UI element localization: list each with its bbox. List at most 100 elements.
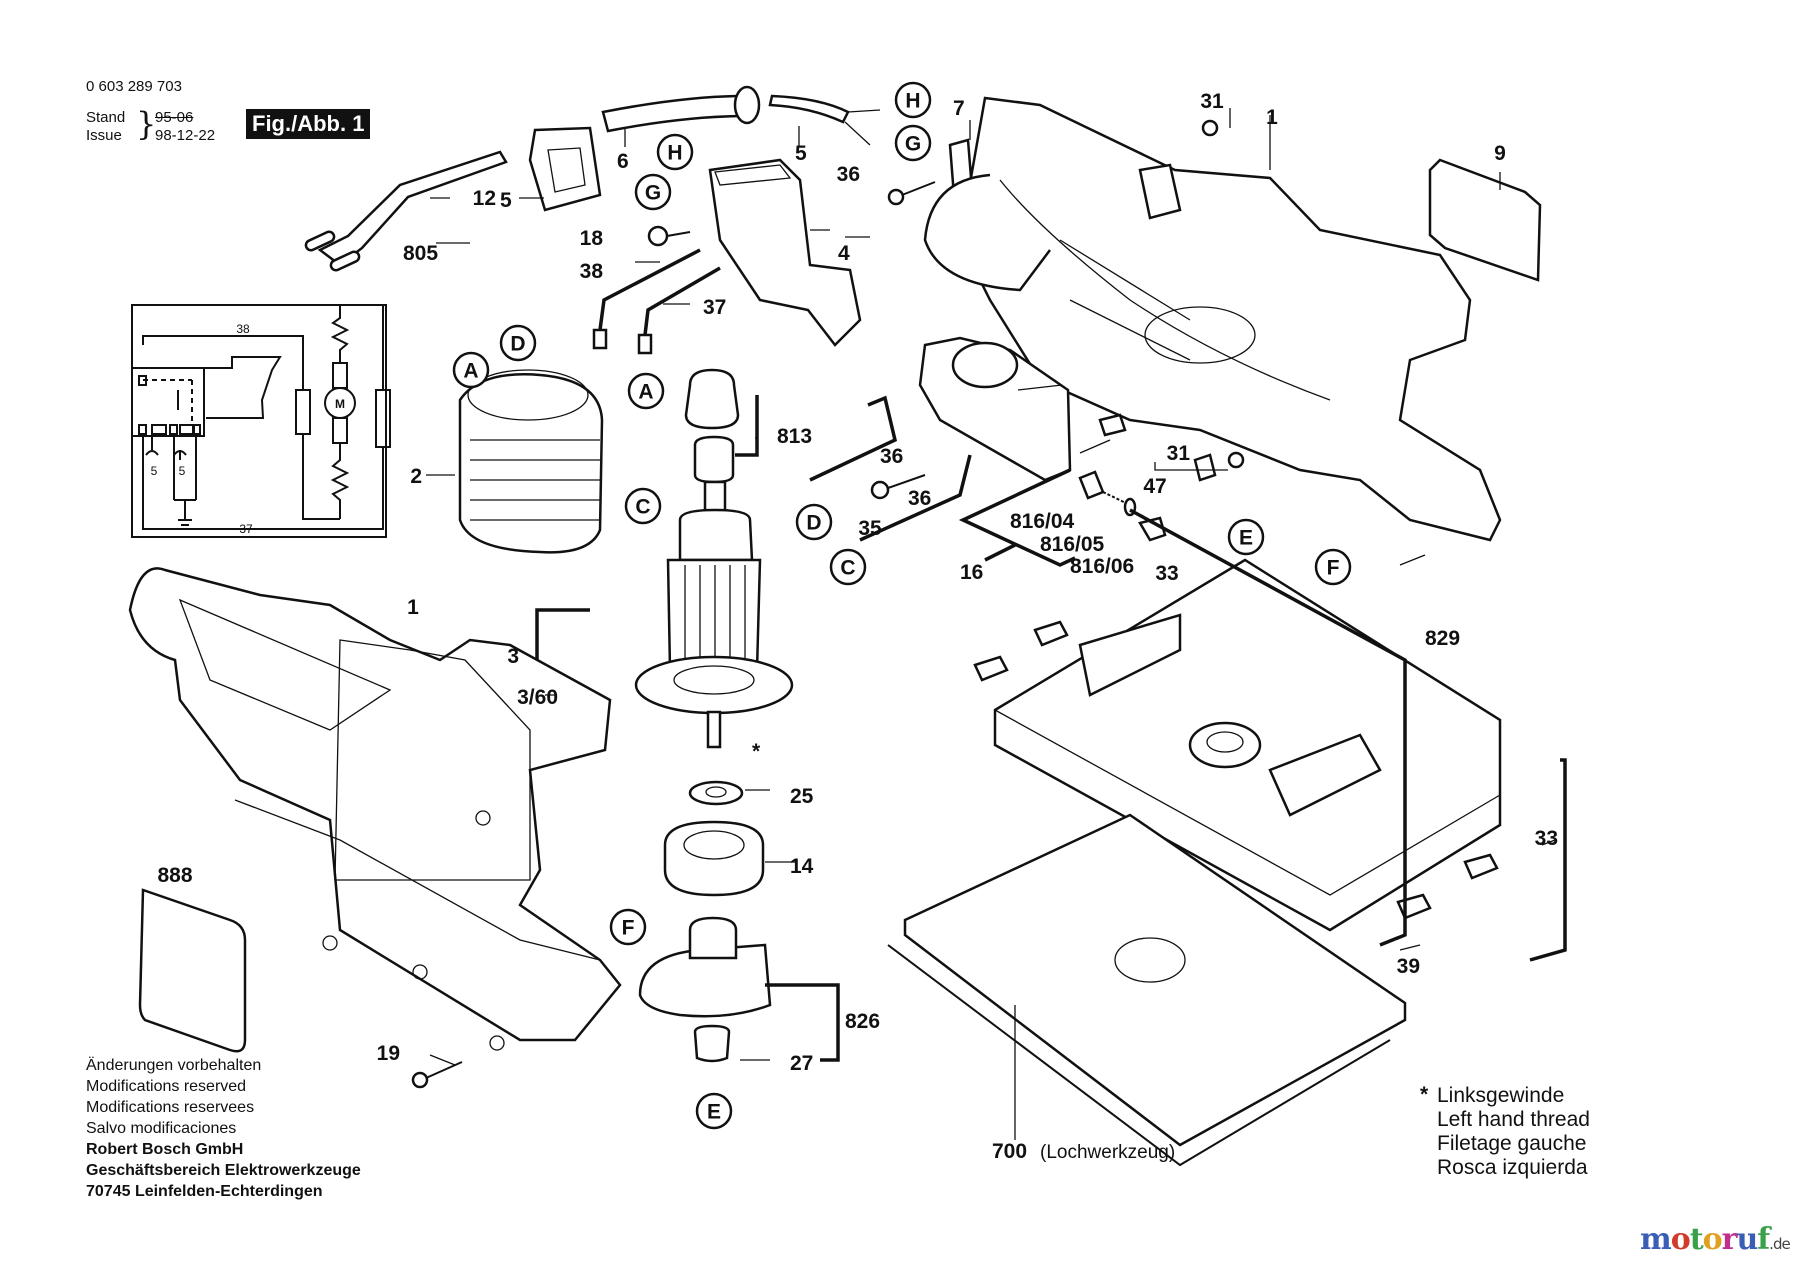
label-36[interactable]: 36 — [908, 487, 931, 510]
label-16[interactable]: 16 — [960, 561, 983, 584]
label-700[interactable]: 700 — [992, 1140, 1027, 1163]
label-816-05[interactable]: 816/05 — [1040, 533, 1105, 556]
label-36[interactable]: 36 — [880, 445, 903, 468]
watermark-name: motoruf — [1640, 1222, 1770, 1257]
label-888 — [138, 888, 247, 1053]
modification-notes: Änderungen vorbehalten Modifications res… — [86, 1055, 361, 1202]
commutator — [678, 508, 754, 562]
wire-38 — [142, 335, 304, 390]
ref-marker-f[interactable]: F — [609, 908, 647, 946]
ref-marker-d[interactable]: D — [795, 503, 833, 541]
watermark-letter: r — [1721, 1222, 1738, 1257]
o-ring-31-bottom — [1227, 451, 1245, 469]
svg-text:F: F — [622, 917, 635, 940]
watermark-letter: t — [1689, 1222, 1704, 1257]
issue-label: Issue — [86, 127, 122, 144]
brush-top — [332, 362, 348, 389]
ref-marker-c[interactable]: C — [624, 487, 662, 525]
connector — [637, 333, 653, 355]
bracket-33 — [1529, 758, 1567, 962]
svg-text:E: E — [707, 1101, 721, 1124]
stand-value: 95-06 — [155, 109, 194, 126]
label-37[interactable]: 37 — [703, 296, 726, 319]
figure-label: Fig./Abb. 1 — [246, 109, 371, 139]
label-25[interactable]: 25 — [790, 785, 814, 808]
brush-holder-cap — [951, 341, 1019, 389]
label-33[interactable]: 33 — [1155, 562, 1178, 585]
label-6[interactable]: 6 — [617, 150, 629, 173]
ref-marker-e[interactable]: E — [695, 1092, 733, 1130]
label-2[interactable]: 2 — [410, 465, 422, 488]
label-38[interactable]: 38 — [580, 260, 604, 283]
shaft-end — [706, 710, 722, 749]
watermark-logo[interactable]: motoruf.de — [1640, 1222, 1791, 1257]
watermark-letter: o — [1670, 1222, 1691, 1257]
label-816-06[interactable]: 816/06 — [1070, 555, 1134, 578]
contact-label: 5 — [179, 464, 186, 478]
screw-36 — [887, 188, 905, 206]
ref-marker-f[interactable]: F — [1314, 548, 1352, 586]
label-35[interactable]: 35 — [858, 517, 882, 540]
label-1[interactable]: 1 — [407, 596, 419, 619]
label-36[interactable]: 36 — [837, 163, 860, 186]
label-12[interactable]: 12 — [473, 187, 496, 210]
company-division: Geschäftsbereich Elektrowerkzeuge — [86, 1162, 361, 1179]
connector — [592, 328, 608, 350]
label-816-04[interactable]: 816/04 — [1010, 510, 1075, 533]
footnote-line: Filetage gauche — [1437, 1132, 1587, 1155]
switch-trigger — [204, 356, 282, 419]
ref-marker-d[interactable]: D — [499, 324, 537, 362]
label-9[interactable]: 9 — [1494, 142, 1506, 165]
housing-outline — [958, 96, 1502, 542]
label-3[interactable]: 3 — [507, 645, 519, 668]
svg-text:G: G — [905, 133, 921, 156]
contact — [138, 424, 147, 435]
switch-4 — [708, 158, 862, 347]
label-805[interactable]: 805 — [403, 242, 438, 265]
ref-marker-h[interactable]: H — [656, 133, 694, 171]
brush-holder-assembly — [809, 336, 1072, 542]
ref-marker-h[interactable]: H — [894, 81, 932, 119]
base-plate-edge — [994, 709, 1501, 896]
label-813[interactable]: 813 — [777, 425, 812, 448]
cable-36 — [809, 395, 898, 482]
contact — [151, 424, 167, 435]
screw-thread — [887, 474, 926, 489]
switch-top — [714, 164, 792, 186]
ref-marker-g[interactable]: G — [894, 124, 932, 162]
field-coil-bottom — [330, 443, 350, 519]
label-47[interactable]: 47 — [1143, 475, 1166, 498]
label-5[interactable]: 5 — [795, 142, 807, 165]
watermark-letter: m — [1640, 1222, 1672, 1257]
ref-marker-g[interactable]: G — [634, 173, 672, 211]
label-826[interactable]: 826 — [845, 1010, 880, 1033]
label-700-note: (Lochwerkzeug) — [1040, 1142, 1175, 1163]
label-27[interactable]: 27 — [790, 1052, 813, 1075]
label-14[interactable]: 14 — [790, 855, 814, 878]
damper-33 — [1396, 893, 1432, 920]
label-1[interactable]: 1 — [1266, 106, 1278, 129]
screw-35 — [870, 480, 890, 500]
ref-marker-c[interactable]: C — [829, 548, 867, 586]
label-31[interactable]: 31 — [1167, 442, 1191, 465]
label-33[interactable]: 33 — [1535, 827, 1558, 850]
label-4[interactable]: 4 — [838, 242, 850, 265]
damper-33 — [1033, 620, 1069, 647]
motor-label: M — [335, 397, 345, 411]
ref-marker-a[interactable]: A — [452, 351, 490, 389]
label-5[interactable]: 5 — [500, 189, 512, 212]
label-7[interactable]: 7 — [953, 97, 965, 120]
label-829[interactable]: 829 — [1425, 627, 1460, 650]
label-31[interactable]: 31 — [1200, 90, 1224, 113]
label-888[interactable]: 888 — [157, 864, 192, 887]
ref-marker-e[interactable]: E — [1227, 518, 1265, 556]
label-18[interactable]: 18 — [580, 227, 604, 250]
damper-mount — [1078, 613, 1182, 697]
label-39[interactable]: 39 — [1397, 955, 1420, 978]
field-coil-top — [330, 305, 350, 363]
label-3-60[interactable]: 3/60 — [517, 686, 558, 709]
label-19[interactable]: 19 — [377, 1042, 400, 1065]
armature-slots — [684, 565, 746, 670]
ref-marker-a[interactable]: A — [627, 372, 665, 410]
